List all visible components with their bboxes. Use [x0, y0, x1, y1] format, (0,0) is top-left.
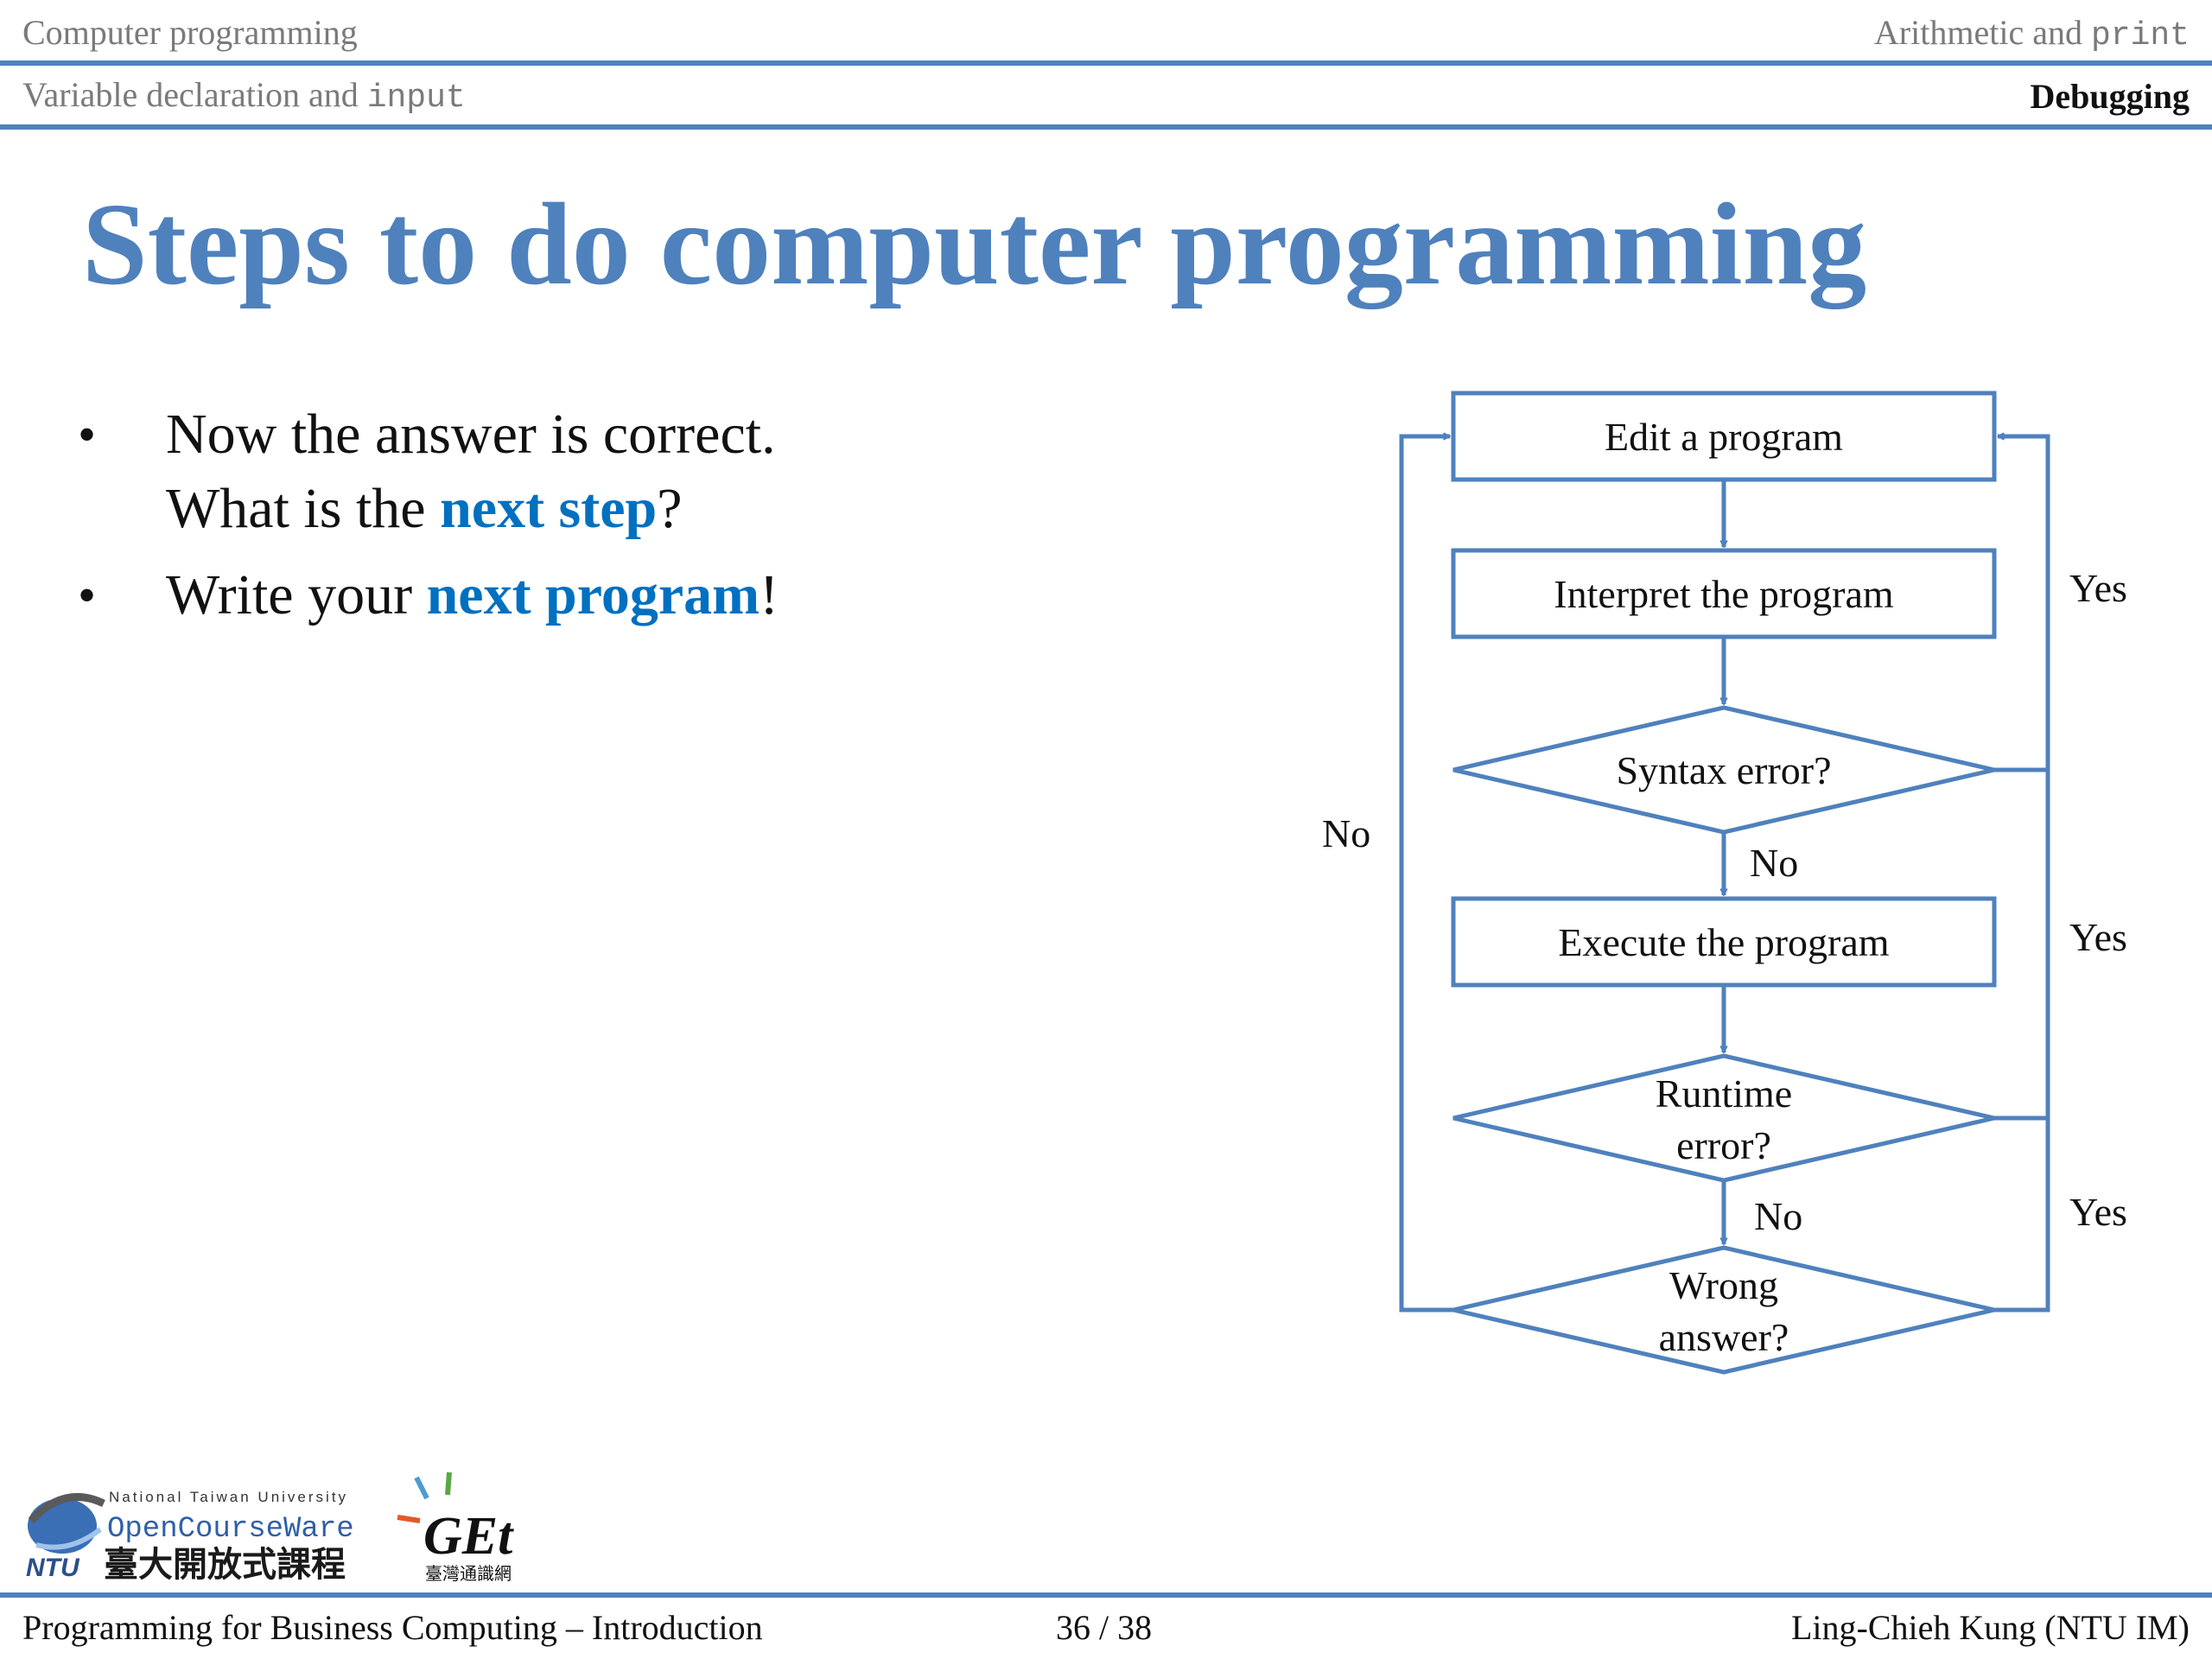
label-syntax: Syntax error? [1616, 748, 1831, 792]
header-rule-top [0, 60, 2212, 66]
label-wrong-2: answer? [1659, 1315, 1789, 1359]
header-nav-arithmetic[interactable]: Arithmetic and print [1874, 12, 2190, 54]
edge-label-yes-runtime: Yes [2069, 915, 2127, 959]
edge-label-runtime-no: No [1754, 1194, 1802, 1238]
ntu-abbr-text: NTU [26, 1554, 80, 1582]
get-logo: GEt 臺灣通識網 [397, 1471, 514, 1584]
footer-course-title: Programming for Business Computing – Int… [22, 1608, 763, 1647]
label-runtime-2: error? [1676, 1123, 1771, 1167]
bullet-2-post: ! [760, 563, 779, 626]
nav-debugging-text: Debugging [2030, 77, 2190, 116]
bullet-dot: • [78, 567, 97, 624]
footer-author: Ling-Chieh Kung (NTU IM) [1790, 1608, 2190, 1647]
nav-arith-code: print [2090, 17, 2190, 54]
get-logo-text: GEt [423, 1507, 514, 1566]
subsection-text: Variable declaration and [22, 75, 367, 114]
label-wrong-1: Wrong [1669, 1263, 1778, 1307]
label-runtime-1: Runtime [1656, 1071, 1792, 1116]
subsection-code: input [366, 79, 466, 117]
bullet-item: • Now the answer is correct. What is the… [78, 397, 779, 546]
bullet-dot: • [78, 406, 97, 463]
bullet-1-line-2: What is the next step? [166, 472, 779, 546]
slide-title: Steps to do computer programming [82, 180, 1867, 309]
footer-page-number: 36 / 38 [1056, 1608, 1153, 1647]
header-section-text: Computer programming [22, 13, 358, 52]
bullet-2-highlight: next program [426, 563, 760, 626]
bullet-1-highlight: next step [440, 477, 658, 540]
nav-arith-text: Arithmetic and [1873, 13, 2091, 52]
ntu-globe-icon [28, 1492, 105, 1554]
bullet-1-line-1: Now the answer is correct. [166, 403, 776, 466]
ntu-ocw-logo: NTU National Taiwan University OpenCours… [26, 1489, 354, 1585]
bullet-item: • Write your next program! [78, 558, 779, 632]
bullet-2-line: Write your next program! [166, 558, 779, 632]
bullet-2-pre: Write your [166, 563, 427, 626]
footer-rule [0, 1592, 2212, 1598]
get-sparkle-icon [397, 1471, 452, 1523]
footer-logos: NTU National Taiwan University OpenCours… [26, 1471, 514, 1585]
ntu-university-text: National Taiwan University [109, 1489, 348, 1505]
header-rule-bottom [0, 124, 2212, 130]
ntu-ocw-text: OpenCourseWare [107, 1513, 354, 1546]
bullet-list: • Now the answer is correct. What is the… [78, 397, 779, 645]
header-section-title[interactable]: Computer programming [22, 12, 358, 53]
get-chinese-text: 臺灣通識網 [425, 1563, 512, 1584]
edge-label-left-no: No [1322, 811, 1370, 855]
bullet-1-post: ? [657, 477, 683, 540]
label-edit: Edit a program [1605, 415, 1843, 459]
bullet-1-pre: What is the [166, 477, 441, 540]
edge-left-loop [1399, 436, 1453, 1313]
label-interpret: Interpret the program [1554, 572, 1894, 616]
label-execute: Execute the program [1558, 920, 1889, 964]
edge-right-loop [1994, 436, 2050, 1313]
ntu-chinese-text: 臺大開放式課程 [104, 1545, 346, 1585]
header-subsection[interactable]: Variable declaration and input [22, 74, 466, 117]
edge-label-syntax-no: No [1750, 841, 1798, 885]
edge-label-yes-wrong: Yes [2069, 1190, 2127, 1234]
edge-label-yes-syntax: Yes [2069, 566, 2127, 610]
header-nav-debugging[interactable]: Debugging [2031, 76, 2190, 117]
